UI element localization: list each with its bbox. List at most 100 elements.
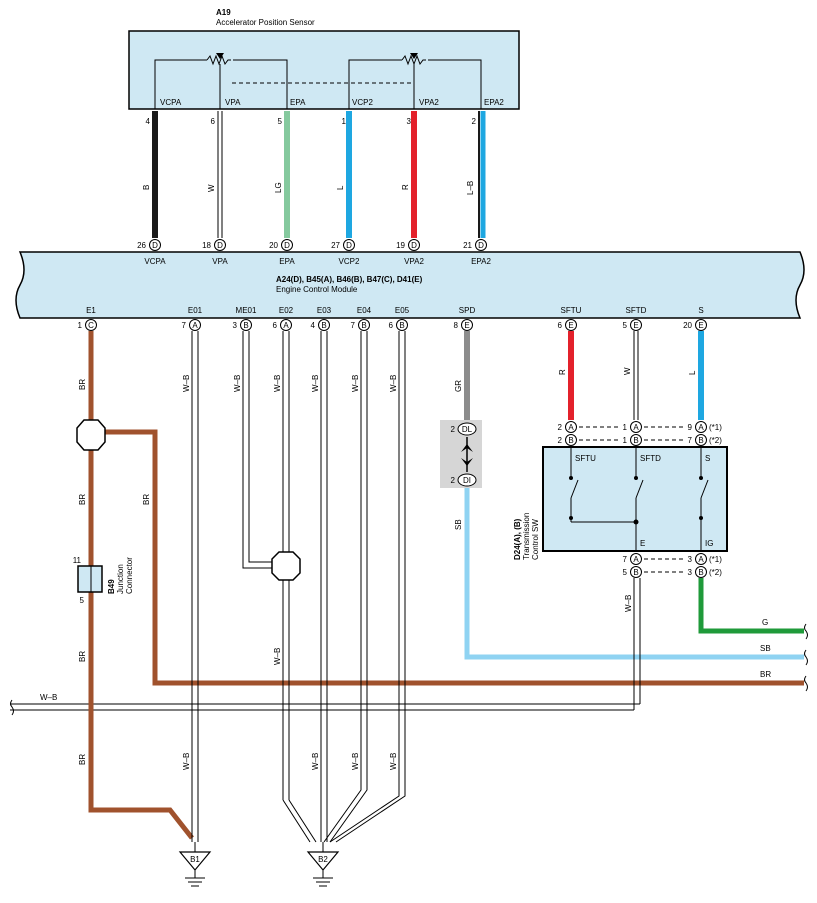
ecm-pin-label: EPA bbox=[279, 257, 295, 266]
sensor-pin-label: EPA2 bbox=[484, 98, 504, 107]
pin-number: 5 bbox=[623, 568, 628, 577]
ecm-bottom-pins: 1 C 7 A 3 B 6 A 4 B 7 B 6 B 8 E 6 E 5 E … bbox=[78, 319, 707, 331]
spd-pin-bottom: 2 bbox=[451, 476, 456, 485]
pin-connector-letter: B bbox=[698, 436, 703, 445]
wire-br-ground bbox=[88, 592, 194, 840]
ground-b1 bbox=[178, 842, 212, 887]
sensor-pin-label: EPA bbox=[290, 98, 306, 107]
ecm-box bbox=[15, 251, 805, 319]
pin-number: 7 bbox=[688, 436, 693, 445]
pin-connector-letter: C bbox=[88, 321, 94, 330]
pin-number: 19 bbox=[396, 241, 405, 250]
pin-circle bbox=[630, 434, 642, 446]
ground-label: B1 bbox=[190, 855, 200, 864]
pin-circle bbox=[318, 319, 330, 331]
wire-color-label: W–B bbox=[182, 375, 191, 392]
ground-label: B2 bbox=[318, 855, 328, 864]
pin-circle bbox=[475, 239, 487, 251]
pin-circle bbox=[565, 421, 577, 433]
pin-number: 7 bbox=[623, 555, 628, 564]
wire-color-label: W–B bbox=[389, 753, 398, 770]
junction-connector-box bbox=[77, 565, 103, 593]
wire-color-label: W–B bbox=[233, 375, 242, 392]
e1-circuit bbox=[76, 331, 194, 840]
pin-connector-letter: E bbox=[633, 321, 638, 330]
variant-note: (*2) bbox=[709, 568, 722, 577]
pin-connector-letter: D bbox=[411, 241, 417, 250]
sensor-pin-number: 4 bbox=[146, 117, 151, 126]
trans-term-ig: IG bbox=[705, 539, 713, 548]
trans-connector-top: A 2 1 A 9 A (*1) B 2 1 B 7 B (*2) bbox=[558, 421, 722, 446]
wire-color-label: W–B bbox=[389, 375, 398, 392]
wire-color-label: L bbox=[688, 370, 697, 375]
pin-connector-letter: B bbox=[633, 568, 638, 577]
pin-circle bbox=[214, 239, 226, 251]
junction-pin-top: 11 bbox=[73, 556, 82, 565]
pin-connector-letter: B bbox=[633, 436, 638, 445]
pin-connector-letter: A bbox=[698, 555, 704, 564]
pin-circle bbox=[396, 319, 408, 331]
pin-connector-letter: D bbox=[152, 241, 158, 250]
ground-wires bbox=[191, 331, 641, 843]
pin-connector-letter: D bbox=[346, 241, 352, 250]
pin-connector-letter: A bbox=[192, 321, 198, 330]
pin-circle bbox=[630, 421, 642, 433]
trans-switch-box bbox=[542, 446, 728, 552]
pin-number: 5 bbox=[623, 321, 628, 330]
sensor-pin-label: VCPA bbox=[160, 98, 182, 107]
pin-circle bbox=[149, 239, 161, 251]
output-lines bbox=[10, 429, 804, 711]
pin-circle bbox=[565, 319, 577, 331]
pin-circle bbox=[695, 421, 707, 433]
trans-switch-ref: D24(A), (B) bbox=[513, 518, 522, 560]
pin-connector-letter: B bbox=[698, 568, 703, 577]
wire-color-label: GR bbox=[454, 380, 463, 392]
wire-label-sb: SB bbox=[760, 644, 771, 653]
sensor-pin-label: VCP2 bbox=[352, 98, 373, 107]
pin-number: 1 bbox=[623, 436, 628, 445]
wire-g bbox=[698, 578, 804, 634]
pin-number: 6 bbox=[273, 321, 278, 330]
variant-note: (*1) bbox=[709, 555, 722, 564]
trans-switch-name-line2: Control SW bbox=[531, 519, 540, 560]
sensor-box bbox=[128, 30, 520, 110]
ground-b2 bbox=[306, 842, 340, 887]
connector-arrows bbox=[461, 437, 473, 472]
pin-number: 7 bbox=[351, 321, 356, 330]
ecm-pin-label: E02 bbox=[279, 306, 294, 315]
junction-name-line1: Junction bbox=[116, 564, 125, 594]
pin-connector-letter: D bbox=[284, 241, 290, 250]
sensor-pin-number: 2 bbox=[472, 117, 477, 126]
sensor-pin-number: 1 bbox=[342, 117, 347, 126]
wire-label-br: BR bbox=[760, 670, 771, 679]
pin-circle bbox=[630, 319, 642, 331]
spd-conn-bottom: DI bbox=[463, 476, 471, 485]
pin-circle bbox=[408, 239, 420, 251]
pin-number: 4 bbox=[311, 321, 316, 330]
pin-number: 26 bbox=[137, 241, 146, 250]
trans-term-e: E bbox=[640, 539, 645, 548]
pin-connector-letter: D bbox=[217, 241, 223, 250]
pin-connector-letter: B bbox=[399, 321, 404, 330]
ecm-pin-label: E04 bbox=[357, 306, 372, 315]
pin-number: 21 bbox=[463, 241, 472, 250]
pin-circle bbox=[461, 319, 473, 331]
ecm-pin-label: ME01 bbox=[236, 306, 257, 315]
pin-circle bbox=[189, 319, 201, 331]
line-break-markers bbox=[10, 623, 808, 716]
sensor-pin-label: VPA2 bbox=[419, 98, 439, 107]
wire-label-wb: W–B bbox=[40, 693, 57, 702]
variant-note: (*2) bbox=[709, 436, 722, 445]
pin-oval bbox=[457, 473, 477, 487]
pin-circle bbox=[695, 434, 707, 446]
wire-color-label: W–B bbox=[624, 595, 633, 612]
wire-sb bbox=[464, 488, 804, 660]
pin-connector-letter: A bbox=[568, 423, 574, 432]
pin-number: 2 bbox=[558, 436, 563, 445]
wire-color-label: BR bbox=[78, 494, 87, 505]
wire-color-label: W–B bbox=[311, 375, 320, 392]
spd-pin-top: 2 bbox=[451, 425, 456, 434]
pin-connector-letter: B bbox=[243, 321, 248, 330]
trans-term-s: S bbox=[705, 454, 710, 463]
